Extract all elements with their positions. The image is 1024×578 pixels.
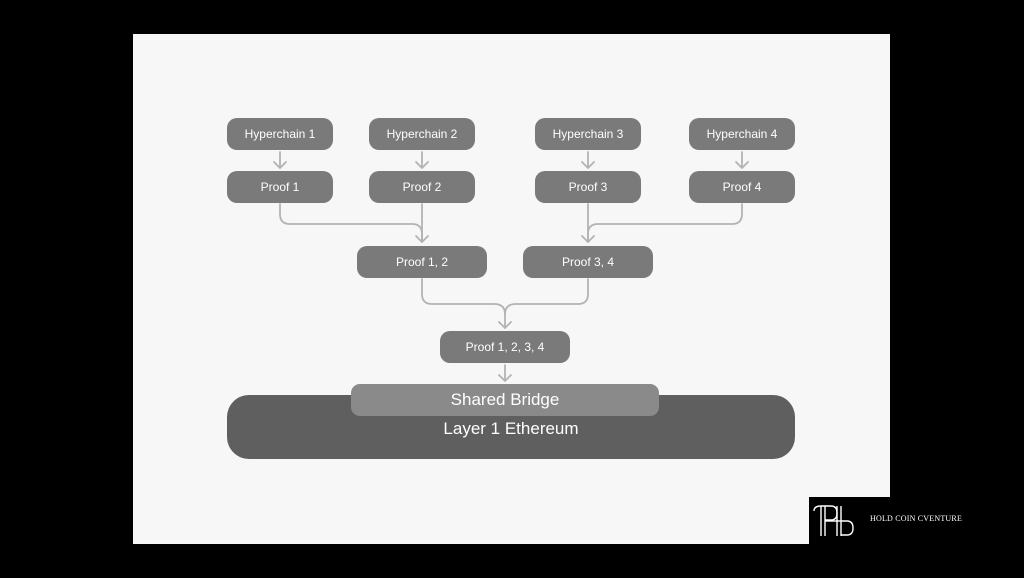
hyperchain-2-node: Hyperchain 2 bbox=[369, 118, 475, 150]
layer1-ethereum-label: Layer 1 Ethereum bbox=[443, 419, 579, 438]
shared-bridge-label: Shared Bridge bbox=[450, 390, 560, 409]
connector-proof2-to-proof12 bbox=[415, 203, 429, 243]
arrow-hyperchain1-proof1 bbox=[273, 151, 287, 169]
connector-proof12-to-final bbox=[421, 278, 506, 329]
arrow-hyperchain3-proof3 bbox=[581, 151, 595, 169]
watermark-text: HOLD COIN CVENTURE bbox=[870, 514, 963, 523]
hyperchain-1-node: Hyperchain 1 bbox=[227, 118, 333, 150]
layer1-ethereum-block: Layer 1 Ethereum bbox=[227, 395, 795, 459]
proof-4-node: Proof 4 bbox=[689, 171, 795, 203]
arrow-hyperchain4-proof4 bbox=[735, 151, 749, 169]
connector-proof4-to-proof34 bbox=[587, 203, 743, 243]
proof-1-node: Proof 1 bbox=[227, 171, 333, 203]
arrowhead-final bbox=[498, 321, 512, 329]
proof-1-2-3-4-node: Proof 1, 2, 3, 4 bbox=[440, 331, 570, 363]
hyperchain-3-node: Hyperchain 3 bbox=[535, 118, 641, 150]
arrow-hyperchain2-proof2 bbox=[415, 151, 429, 169]
hyperchain-4-node: Hyperchain 4 bbox=[689, 118, 795, 150]
watermark-logo-icon bbox=[813, 505, 854, 536]
connector-proof1-to-proof12 bbox=[279, 203, 423, 243]
watermark-box bbox=[809, 497, 890, 544]
shared-bridge-block: Shared Bridge bbox=[351, 384, 659, 416]
arrow-final-to-bridge bbox=[498, 364, 512, 382]
proof-3-4-node: Proof 3, 4 bbox=[523, 246, 653, 278]
proof-2-node: Proof 2 bbox=[369, 171, 475, 203]
connector-proof34-to-final bbox=[504, 278, 589, 315]
proof-3-node: Proof 3 bbox=[535, 171, 641, 203]
proof-1-2-node: Proof 1, 2 bbox=[357, 246, 487, 278]
